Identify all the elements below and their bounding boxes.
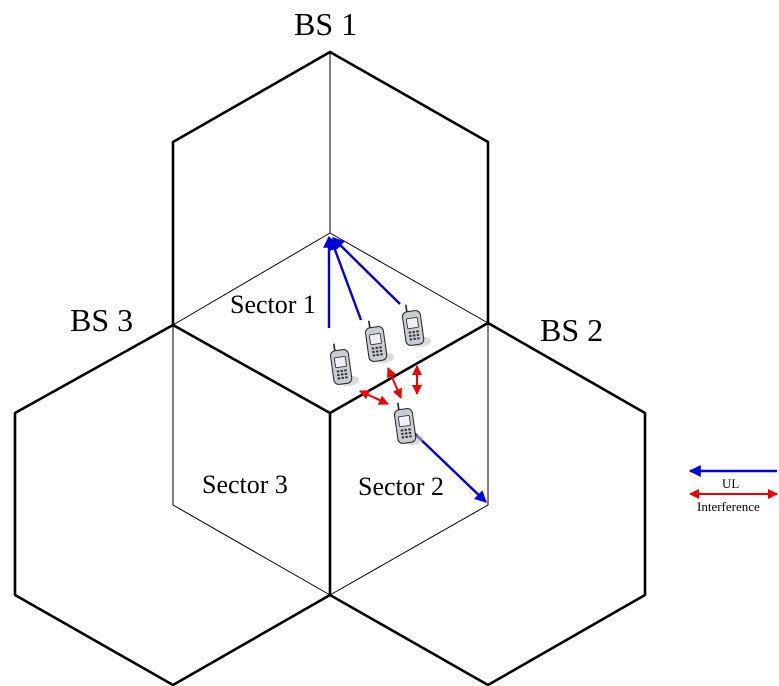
- cell-bs2-outline: [329, 321, 647, 686]
- legend-ul-label: UL: [722, 476, 739, 491]
- cell-bs3-outline: [13, 323, 331, 686]
- mobile-phone-icon: [392, 400, 424, 446]
- sector1-label: Sector 1: [230, 290, 316, 319]
- sector-line-bs1-left: [172, 232, 331, 326]
- sector-division-lines: [172, 52, 489, 596]
- ul-arrow-2: [329, 237, 363, 321]
- interference-arrows: [359, 365, 422, 405]
- ul-arrow-3: [332, 237, 401, 305]
- sector2-label: Sector 2: [358, 472, 444, 501]
- bs2-label: BS 2: [540, 312, 603, 348]
- sector-line-bs2-lower: [329, 504, 489, 596]
- ul-arrows: [323, 235, 487, 503]
- interference-arrow-2: [386, 367, 403, 399]
- sector-line-bs3-lower: [172, 504, 331, 596]
- cell-outlines: [13, 50, 647, 686]
- sector3-label: Sector 3: [202, 470, 288, 499]
- sector-line-bs1-right: [329, 232, 489, 324]
- bs3-label: BS 3: [70, 302, 133, 338]
- legend-interference-label: Interference: [697, 499, 760, 514]
- ul-arrow-4: [412, 431, 487, 503]
- bs1-label: BS 1: [294, 6, 357, 42]
- user-devices: [328, 302, 432, 446]
- mobile-phone-icon: [328, 341, 360, 387]
- sector-boundary-1-2: [329, 321, 489, 415]
- interference-arrow-1: [359, 390, 389, 405]
- mobile-phone-icon: [400, 302, 432, 348]
- legend: UL Interference: [688, 465, 778, 514]
- sector-boundary-1-3: [172, 323, 332, 595]
- mobile-phone-icon: [363, 318, 395, 364]
- cell-bs1-outline: [171, 50, 490, 325]
